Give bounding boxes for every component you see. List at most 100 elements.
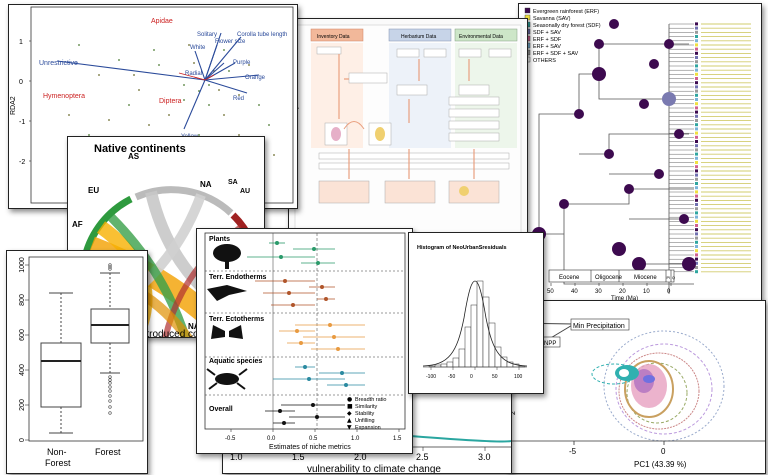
tip-state xyxy=(695,165,698,169)
tip-state xyxy=(695,148,698,152)
phylogeny-card: Evergreen rainforest (ERF)Savanna (SAV)S… xyxy=(518,3,762,303)
legend-symbol: ● xyxy=(347,396,352,403)
rda-label: Flower size xyxy=(215,39,246,45)
tip-state xyxy=(695,249,698,253)
pc-density-plot: Min Precipitation NPP ation -5 0 PC1 (43… xyxy=(509,301,765,473)
tip-state xyxy=(695,110,698,114)
time-tick: 40 xyxy=(571,289,578,295)
time-tick: 0 xyxy=(667,289,671,295)
rda-label: Orange xyxy=(245,75,266,81)
flow-header: Environmental Data xyxy=(459,34,503,40)
box-y-tick: 200 xyxy=(19,399,26,411)
ancestral-node xyxy=(559,199,569,209)
tip-state xyxy=(695,203,698,206)
pc-x-tick: -5 xyxy=(569,447,577,456)
tip-state xyxy=(695,240,698,244)
phylogeny-tree: Evergreen rainforest (ERF)Savanna (SAV)S… xyxy=(524,7,751,302)
legend-label: Savanna (SAV) xyxy=(533,16,571,22)
tip-state xyxy=(695,207,698,211)
histogram-bar xyxy=(470,304,478,368)
niche-x-tick: -0.5 xyxy=(225,436,236,442)
tip-state xyxy=(695,127,698,131)
time-axis-label: Time (Ma) xyxy=(611,296,638,302)
box-y-tick: 400 xyxy=(19,364,26,376)
legend-label: Evergreen rainforest (ERF) xyxy=(533,9,599,15)
ancestral-node xyxy=(649,59,659,69)
tip-state xyxy=(695,89,698,93)
rda-y-tick: 0 xyxy=(19,79,23,86)
ancestral-node xyxy=(592,67,606,81)
chord-region: EU xyxy=(88,186,99,195)
tip-state xyxy=(695,169,698,173)
chord-region: SA xyxy=(228,179,238,186)
ancestral-node xyxy=(664,39,674,49)
ancestral-node xyxy=(674,129,684,139)
tip-state xyxy=(695,30,698,34)
tip-state xyxy=(695,232,698,236)
legend-symbol: ▲ xyxy=(347,417,352,424)
legend-swatch xyxy=(524,7,531,14)
niche-x-tick: 0.5 xyxy=(309,436,318,442)
curve-x-tick: 3.0 xyxy=(478,452,491,462)
rda-y-label: RDA2 xyxy=(10,96,17,115)
legend-label: Breadth ratio xyxy=(355,397,387,403)
tip-state xyxy=(695,106,698,110)
time-tick: 50 xyxy=(547,289,554,295)
tip-state xyxy=(695,77,698,80)
tip-state xyxy=(695,236,698,240)
label-box xyxy=(570,318,630,331)
estimate-point xyxy=(311,403,315,407)
estimate-point xyxy=(282,421,286,425)
tip-state xyxy=(695,211,698,215)
tip-state xyxy=(695,198,698,202)
chord-region: NA xyxy=(200,180,212,189)
legend-label: Similarity xyxy=(355,404,378,410)
estimate-point xyxy=(328,323,332,327)
histogram-bars xyxy=(428,280,526,368)
box-non-forest xyxy=(40,342,82,408)
legend-symbol: ■ xyxy=(347,403,353,410)
tip-state xyxy=(695,131,698,135)
rda-label: Diptera xyxy=(159,98,182,105)
box-y-tick: 600 xyxy=(19,329,26,341)
legend-label: Stability xyxy=(355,411,375,417)
tip-state xyxy=(695,68,698,72)
tip-state xyxy=(695,266,698,269)
workflow-diagram: Inventory Data Herbarium Data Environmen… xyxy=(294,24,522,234)
curve-x-label: vulnerability to climate change xyxy=(307,464,441,473)
niche-legend: ●Breadth ratio■Similarity◆Stability▲Unfi… xyxy=(347,396,387,431)
estimate-point xyxy=(316,261,320,265)
estimate-point xyxy=(320,285,324,289)
pc-x-label: PC1 (43.39 %) xyxy=(634,460,687,469)
legend-label: ERF + SDF + SAV xyxy=(533,51,578,57)
ancestral-node xyxy=(594,39,604,49)
tip-state xyxy=(695,51,698,55)
rda-label: Apidae xyxy=(151,18,173,25)
tip-state xyxy=(695,194,698,198)
tip-state xyxy=(695,186,698,190)
box-y-tick: 1000 xyxy=(19,257,26,273)
estimate-point xyxy=(303,365,307,369)
phylo-tip-lines xyxy=(669,22,751,274)
ancestral-node xyxy=(624,184,634,194)
tip-state xyxy=(695,56,698,59)
box-y-tick: 800 xyxy=(19,294,26,306)
time-tick: 30 xyxy=(595,289,602,295)
tip-state xyxy=(695,215,698,219)
ancestral-node xyxy=(662,92,676,106)
tip-state xyxy=(695,123,698,127)
ancestral-node xyxy=(574,109,584,119)
tip-state xyxy=(695,177,698,181)
estimate-point xyxy=(291,303,295,307)
estimate-point xyxy=(332,335,336,339)
curve-x-tick: 2.5 xyxy=(416,452,429,462)
tip-state xyxy=(695,140,698,143)
box-category: Forest xyxy=(45,458,71,468)
phylo-nodes xyxy=(532,19,696,271)
hist-x-tick: -50 xyxy=(448,374,455,380)
estimate-point xyxy=(278,409,282,413)
pc-label: Min Precipitation xyxy=(573,323,625,330)
chord-title: Native continents xyxy=(94,143,186,155)
